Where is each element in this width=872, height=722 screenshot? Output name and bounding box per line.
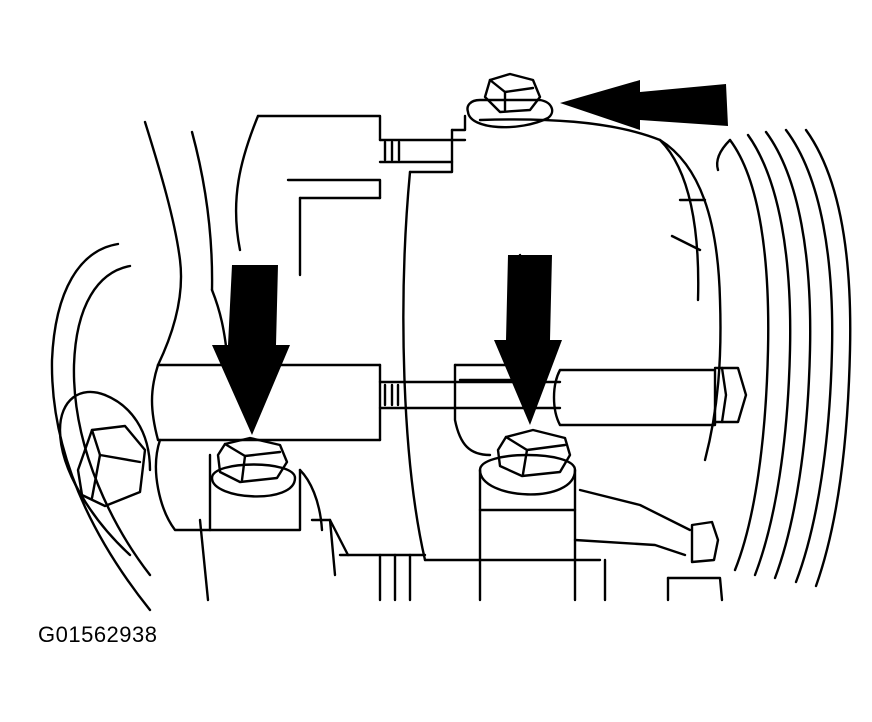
arrow-upper-bolt bbox=[560, 80, 728, 130]
pulley-hex-bolt bbox=[76, 424, 147, 508]
pump-housing bbox=[402, 114, 722, 602]
upper-mount-bolt bbox=[378, 72, 554, 164]
pump-pulley bbox=[716, 128, 852, 588]
lower-right-bolt bbox=[478, 428, 577, 602]
engine-bracket bbox=[143, 114, 382, 367]
arrow-lower-right-bolt bbox=[494, 255, 562, 425]
figure-id-label: G01562938 bbox=[38, 622, 158, 647]
lower-block bbox=[338, 553, 427, 602]
bottom-right-bolt bbox=[666, 520, 724, 602]
lower-left-bolt bbox=[154, 436, 350, 602]
arrow-lower-left-bolt bbox=[212, 265, 290, 435]
crank-pulley bbox=[50, 242, 152, 612]
